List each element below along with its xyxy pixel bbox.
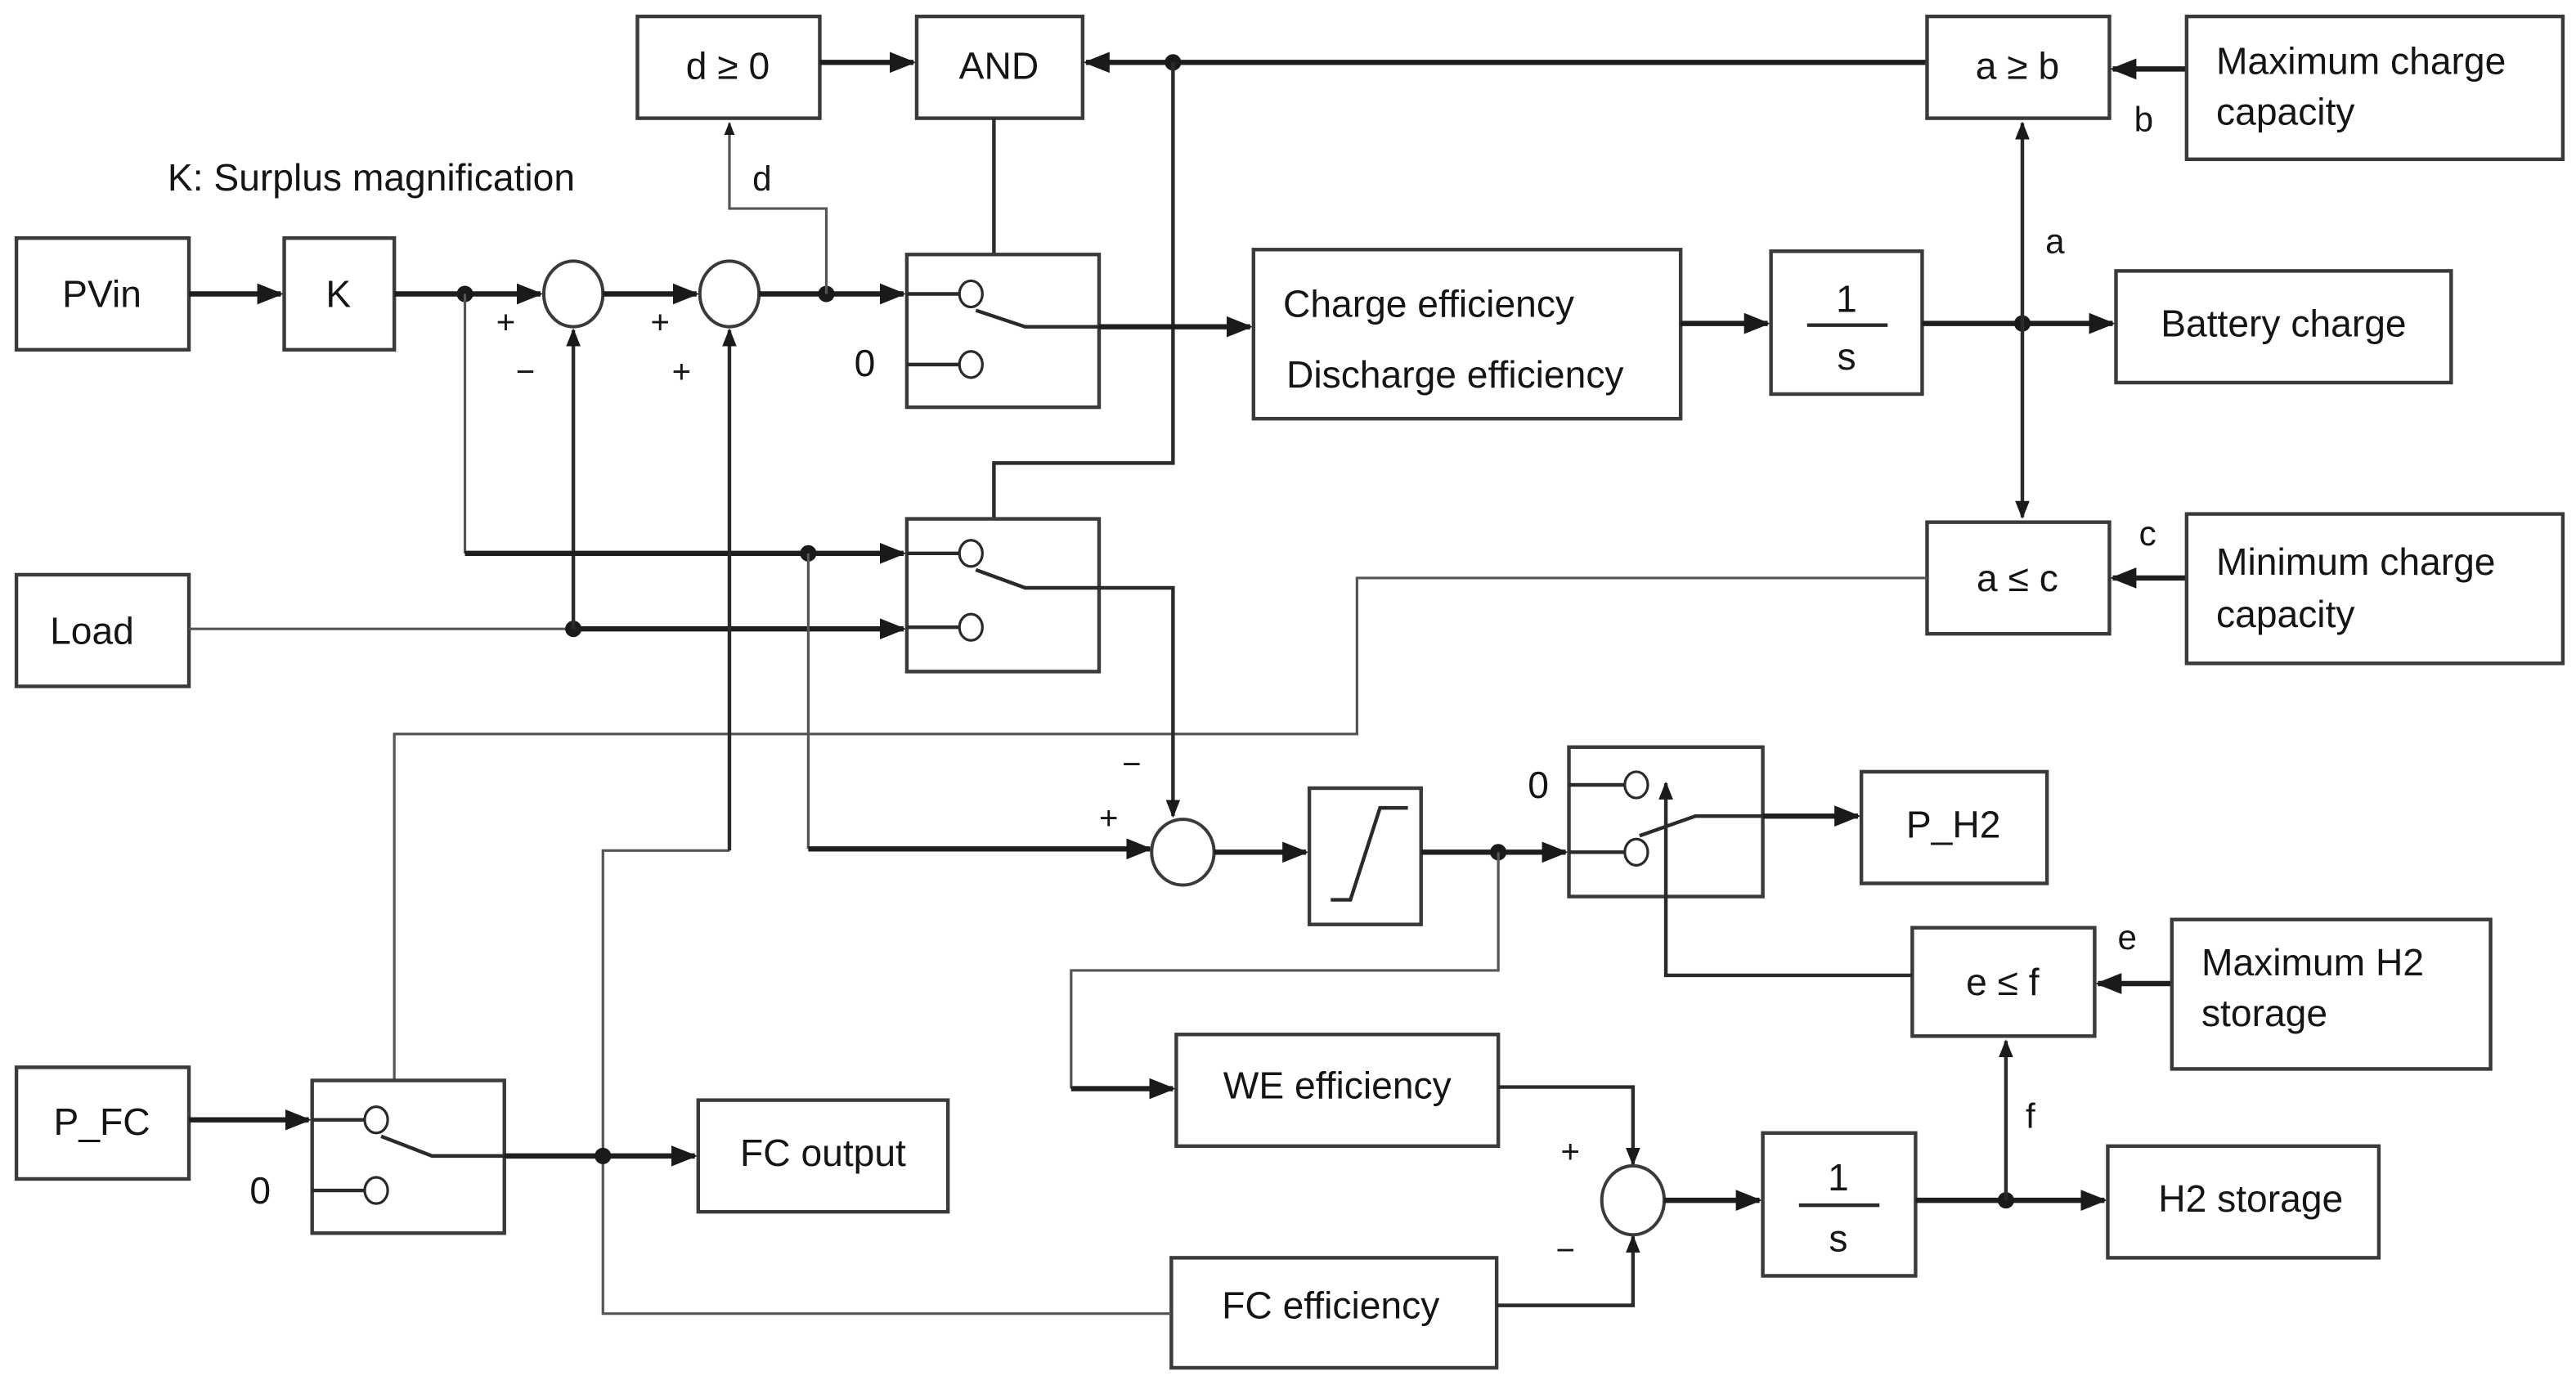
wire-fc-output-branch xyxy=(601,849,729,1156)
switch3-zero-input: 0 xyxy=(1528,764,1549,806)
max-h2-line1: Maximum H2 xyxy=(2201,941,2424,984)
pvin-label: PVin xyxy=(62,273,141,316)
switch4-input-port-1 xyxy=(363,1105,389,1135)
d-ge-0-block: d ≥ 0 xyxy=(635,14,822,120)
junction-fc-output xyxy=(595,1147,612,1164)
summing-junction-3 xyxy=(1150,818,1216,887)
sum1-plus-sign: + xyxy=(496,304,515,341)
fc-efficiency-block: FC efficiency xyxy=(1169,1256,1499,1370)
h2-integrator-block: 1 s xyxy=(1761,1131,1918,1278)
sum4-minus-sign: − xyxy=(1555,1231,1574,1268)
and-gate-block: AND xyxy=(914,14,1085,120)
signal-e-label: e xyxy=(2118,918,2137,957)
summing-junction-1 xyxy=(541,259,605,329)
switch1-input-port-2 xyxy=(958,350,984,379)
wire-we-eff-to-sum4 xyxy=(1498,1085,1640,1167)
h2-storage-block: H2 storage xyxy=(2106,1144,2381,1260)
sum2-plus-sign-1: + xyxy=(651,304,670,341)
battery-charge-label: Battery charge xyxy=(2161,303,2406,345)
signal-a-label: a xyxy=(2045,222,2065,260)
signal-b-label: b xyxy=(2134,101,2153,139)
integrator2-numerator: 1 xyxy=(1828,1156,1849,1199)
battery-charge-block: Battery charge xyxy=(2114,269,2453,385)
gain-k-block: K xyxy=(282,236,397,352)
max-charge-line2: capacity xyxy=(2216,91,2354,133)
min-charge-line1: Minimum charge xyxy=(2216,540,2495,583)
load-block: Load xyxy=(14,572,191,688)
charge-efficiency-block: Charge efficiency Discharge efficiency xyxy=(1251,248,1683,421)
fc-efficiency-label: FC efficiency xyxy=(1222,1284,1439,1327)
saturation-icon xyxy=(1331,805,1408,902)
wire-switch2-to-sum3 xyxy=(1098,585,1181,818)
sum4-plus-sign: + xyxy=(1560,1133,1579,1170)
max-h2-line2: storage xyxy=(2201,992,2327,1034)
switch3-input-port-1 xyxy=(1623,770,1649,800)
sum3-minus-sign: − xyxy=(1122,746,1141,782)
sum3-plus-sign: + xyxy=(1099,800,1118,836)
sum2-plus-sign-2: + xyxy=(672,353,691,390)
we-efficiency-block: WE efficiency xyxy=(1174,1033,1501,1149)
signal-d-label: d xyxy=(752,159,771,198)
a-le-c-label: a ≤ c xyxy=(1977,557,2058,599)
integrator1-denominator: s xyxy=(1837,335,1856,378)
switch2-input-port-1 xyxy=(958,539,984,568)
fc-output-block: FC output xyxy=(696,1098,950,1214)
max-charge-capacity-block: Maximum charge capacity xyxy=(2184,14,2565,162)
summing-junction-4 xyxy=(1600,1163,1667,1237)
p-h2-label: P_H2 xyxy=(1906,803,2001,845)
p-h2-block: P_H2 xyxy=(1859,769,2049,885)
max-charge-line1: Maximum charge xyxy=(2216,39,2506,82)
wire-a-le-c-to-fc-switch-control xyxy=(388,576,1928,1197)
gain-k-label: K xyxy=(325,273,351,316)
battery-integrator-block: 1 s xyxy=(1769,249,1924,397)
saturation-block xyxy=(1307,786,1423,926)
charge-eff-line2: Discharge efficiency xyxy=(1286,353,1624,396)
switch-1 xyxy=(904,253,1102,410)
signal-f-label: f xyxy=(2026,1097,2035,1136)
switch2-input-port-2 xyxy=(958,612,984,642)
switch-4 xyxy=(310,1078,506,1235)
switch1-input-port-1 xyxy=(958,279,984,309)
sum1-minus-sign: − xyxy=(516,353,535,390)
switch1-zero-input: 0 xyxy=(855,342,876,384)
switch4-zero-input: 0 xyxy=(249,1169,271,1212)
d-ge-0-label: d ≥ 0 xyxy=(686,44,770,87)
a-ge-b-label: a ≥ b xyxy=(1976,44,2059,87)
switch4-input-port-2 xyxy=(363,1176,389,1205)
wire-d-to-d-ge-0 xyxy=(724,122,828,294)
load-label: Load xyxy=(50,609,134,652)
we-efficiency-label: WE efficiency xyxy=(1223,1064,1452,1107)
switch-2 xyxy=(904,517,1102,674)
e-le-f-label: e ≤ f xyxy=(1966,961,2040,1003)
fc-output-label: FC output xyxy=(740,1132,906,1174)
e-le-f-block: e ≤ f xyxy=(1910,926,2097,1038)
and-gate-label: AND xyxy=(959,44,1039,87)
h2-storage-label: H2 storage xyxy=(2158,1177,2343,1220)
surplus-magnification-note: K: Surplus magnification xyxy=(168,156,575,199)
wire-fc-output-to-fc-eff xyxy=(601,1155,1172,1315)
wire-fc-eff-to-sum4 xyxy=(1497,1235,1640,1307)
integrator1-numerator: 1 xyxy=(1836,278,1857,320)
pvin-block: PVin xyxy=(14,236,191,352)
a-ge-b-block: a ≥ b xyxy=(1925,14,2112,120)
integrator2-denominator: s xyxy=(1829,1217,1847,1259)
wire-to-we-eff-vert xyxy=(1070,852,1500,1089)
summing-junction-2 xyxy=(698,259,761,329)
signal-c-label: c xyxy=(2139,514,2156,553)
min-charge-capacity-block: Minimum charge capacity xyxy=(2184,512,2565,666)
p-fc-label: P_FC xyxy=(54,1100,150,1143)
p-fc-block: P_FC xyxy=(14,1065,191,1181)
min-charge-line2: capacity xyxy=(2216,593,2354,635)
charge-eff-line1: Charge efficiency xyxy=(1283,283,1574,325)
max-h2-storage-block: Maximum H2 storage xyxy=(2170,917,2493,1071)
wire-e-le-f-to-switch3-control xyxy=(1658,781,1913,978)
switch3-input-port-2 xyxy=(1623,837,1649,867)
a-le-c-block: a ≤ c xyxy=(1925,520,2112,636)
